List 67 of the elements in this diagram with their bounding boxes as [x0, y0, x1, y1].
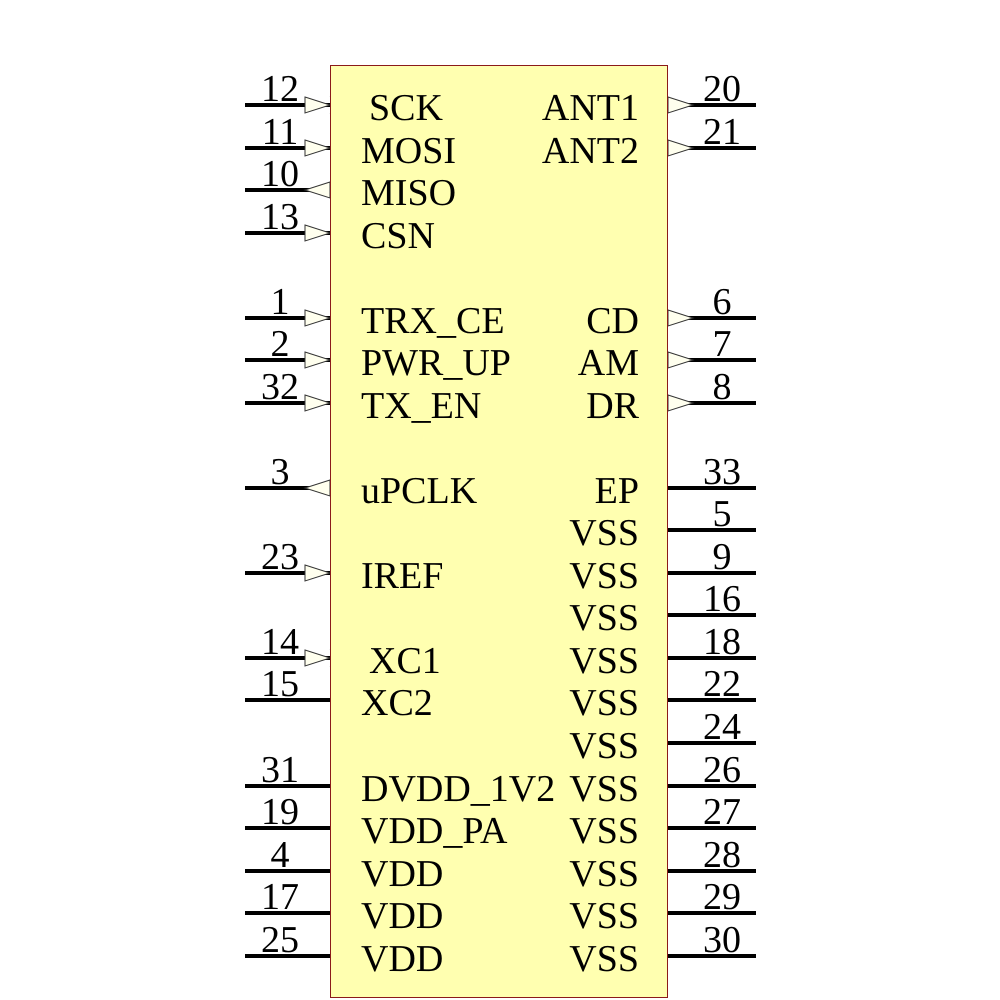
pin-number: 16: [703, 580, 741, 618]
pin-name: VSS: [569, 770, 639, 808]
pin-name: VSS: [569, 557, 639, 595]
pin-number: 27: [703, 793, 741, 831]
pin-number: 22: [703, 665, 741, 703]
pin-number: 14: [261, 623, 299, 661]
pin-name: PWR_UP: [361, 344, 511, 382]
pin-name: CSN: [361, 217, 435, 255]
pin-number: 33: [703, 453, 741, 491]
pin-name: MOSI: [361, 132, 456, 170]
pin-name: VSS: [569, 940, 639, 978]
pin-number: 28: [703, 836, 741, 874]
pin-name: EP: [594, 472, 639, 510]
chip-body: [330, 65, 668, 998]
pin-number: 15: [261, 665, 299, 703]
pin-name: CD: [586, 302, 639, 340]
pin-number: 21: [703, 113, 741, 151]
pin-number: 19: [261, 793, 299, 831]
pin-number: 2: [270, 325, 290, 363]
pin-name: SCK: [369, 89, 443, 127]
pin-name: VSS: [569, 727, 639, 765]
pin-name: VSS: [569, 514, 639, 552]
pin-name: DR: [586, 387, 639, 425]
pin-number: 4: [270, 836, 290, 874]
pin-name: TRX_CE: [361, 302, 505, 340]
pin-number: 6: [712, 283, 732, 321]
pin-name: TX_EN: [361, 387, 482, 425]
pin-name: VDD: [361, 855, 444, 893]
pin-number: 32: [261, 368, 299, 406]
pin-number: 12: [261, 70, 299, 108]
pin-number: 30: [703, 921, 741, 959]
pin-name: XC1: [369, 642, 441, 680]
pin-name: VSS: [569, 599, 639, 637]
pin-number: 11: [262, 113, 298, 151]
pin-number: 20: [703, 70, 741, 108]
pin-name: MISO: [361, 174, 456, 212]
pin-number: 8: [712, 368, 732, 406]
pin-name: VSS: [569, 812, 639, 850]
pin-number: 5: [712, 495, 732, 533]
pin-name: ANT2: [542, 132, 639, 170]
pin-name: DVDD_1V2: [361, 770, 556, 808]
pin-number: 7: [712, 325, 732, 363]
pin-name: VDD: [361, 940, 444, 978]
pin-number: 17: [261, 878, 299, 916]
pin-number: 29: [703, 878, 741, 916]
pin-number: 23: [261, 538, 299, 576]
pin-name: ANT1: [542, 89, 639, 127]
pin-number: 10: [261, 155, 299, 193]
pin-name: XC2: [361, 684, 433, 722]
pin-name: VSS: [569, 642, 639, 680]
pin-number: 26: [703, 751, 741, 789]
pin-number: 31: [261, 751, 299, 789]
pin-number: 13: [261, 198, 299, 236]
pin-name: VSS: [569, 897, 639, 935]
pin-number: 1: [270, 283, 290, 321]
pin-name: uPCLK: [361, 472, 478, 510]
pin-name: AM: [578, 344, 639, 382]
pin-name: VDD_PA: [361, 812, 508, 850]
pin-name: IREF: [361, 557, 444, 595]
pin-number: 18: [703, 623, 741, 661]
pin-name: VSS: [569, 684, 639, 722]
pin-number: 9: [712, 538, 732, 576]
pin-name: VDD: [361, 897, 444, 935]
pin-number: 25: [261, 921, 299, 959]
pin-number: 24: [703, 708, 741, 746]
pin-number: 3: [270, 453, 290, 491]
pin-name: VSS: [569, 855, 639, 893]
